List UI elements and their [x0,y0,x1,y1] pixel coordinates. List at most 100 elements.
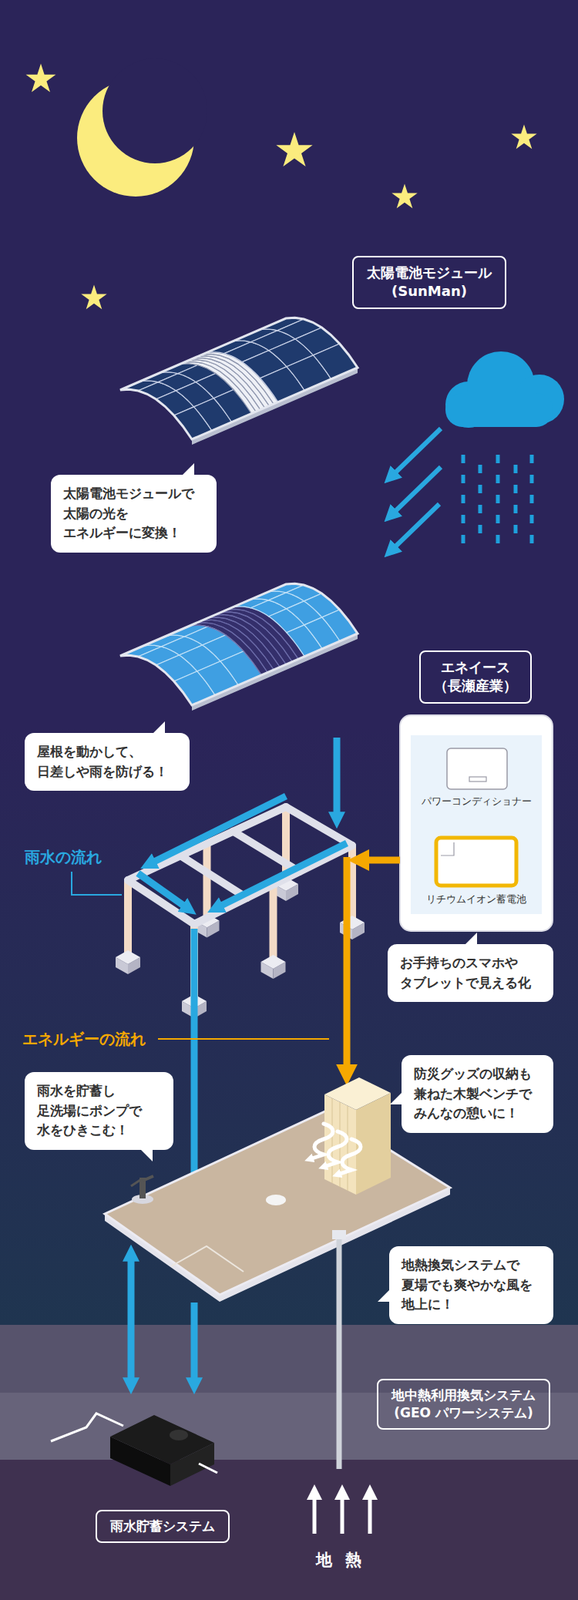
rain-tank [169,1429,189,1441]
rain-drop [478,524,483,534]
bubble-tail [389,1092,403,1105]
moon [77,58,208,197]
speech-bubble: 屋根を動かして、 日差しや雨を防げる！ [24,732,190,791]
bubble-text: 雨水を貯蓄し 足洗場にポンプで 水をひきこむ！ [36,1081,142,1141]
icon-slot [469,776,487,782]
text-line: みんなの憩いに！ [413,1103,532,1124]
post [269,884,278,962]
rain-drop [478,484,483,494]
rain-arrow [391,504,440,551]
bench [324,1094,357,1195]
energy-flow-arrow [343,856,351,1073]
speech-bubble: 防災グッズの収納も 兼ねた木製ベンチで みんなの憩いに！ [401,1055,554,1133]
speech-bubble: 太陽電池モジュールで 太陽の光を エネルギーに変換！ [50,474,217,553]
star [26,63,57,93]
rain-drop [461,454,466,464]
bubble-tail [464,932,478,945]
text-line: 雨水貯蓄システム [110,1517,216,1536]
text-line: 雨水を貯蓄し [36,1081,142,1102]
power-conditioner-icon [446,747,508,790]
text-line: 夏場でも爽やかな風を [401,1275,533,1296]
geothermal-arrow [312,1493,317,1534]
text-line: パワーコンディショナー [421,794,532,809]
bubble-tail [464,932,478,945]
solar-panel [312,343,358,380]
pergola [115,806,365,1019]
text-line: 太陽の光を [63,504,195,525]
rain-drop [530,494,535,504]
moon [102,58,208,164]
rain-drop [478,464,483,474]
box-label: エネイース （長瀬産業） [433,658,518,696]
rain-drop [530,454,535,464]
rain-cloud [445,393,554,427]
rain-flow-arrow [149,796,286,864]
text-line: 地上に！ [401,1294,533,1315]
rain-drop [530,474,535,484]
text-line: タブレットで見える化 [399,973,531,994]
speech-bubble: 地熱換気システムで 夏場でも爽やかな風を 地上に！ [389,1246,554,1325]
speech-bubble: 雨水を貯蓄し 足洗場にポンプで 水をひきこむ！ [24,1071,174,1150]
rain-drop [496,514,501,524]
rain-drop [496,534,501,544]
star [80,284,107,310]
rain-drop [461,514,466,524]
footing [115,950,141,965]
rain-drop [496,454,501,464]
icon-corner [440,842,454,856]
flow-label: エネルギーの流れ [22,1028,146,1050]
rain-drop [514,464,518,474]
bench [347,1105,349,1191]
bubble-tail [377,1289,390,1302]
wind-arrow [309,1123,361,1175]
rain-flow-arrow [191,928,199,1183]
rain-tank [110,1414,215,1465]
pump [131,1176,154,1204]
energy-flow-arrow [360,856,400,864]
bubble-text: 地熱換気システムで 夏場でも爽やかな風を 地上に！ [401,1255,533,1315]
text-line: (SunMan) [366,282,492,301]
rain-drop [514,524,518,534]
rain-drop [514,504,518,514]
pump [131,1179,141,1187]
footing [261,954,286,969]
text-line: 日差しや雨を防げる！ [36,762,169,783]
star [275,131,313,167]
bubble-tail [377,1289,390,1302]
rain-drop [461,534,466,544]
geo-pipe [332,1229,347,1240]
text-line: 兼ねた木製ベンチで [413,1084,532,1105]
roof-frame [120,583,358,706]
rain-drop [496,494,501,504]
geo-pipe [336,1234,343,1469]
box-label: 雨水貯蓄システム [110,1517,216,1536]
battery-icon [433,835,519,888]
flow-label: 雨水の流れ [24,846,102,868]
leader-line [157,1038,330,1040]
text-line: お手持ちのスマホや [399,953,531,974]
bubble-tail [140,1149,153,1162]
bench [324,1077,391,1195]
text-line: (GEO パワーシステム) [391,1404,536,1422]
beam [233,831,300,872]
solar-roof-closed [120,317,358,445]
leader-line [71,871,122,895]
box-label: 地中熱利用換気システム (GEO パワーシステム) [391,1386,536,1422]
flow-label: 地熱 [315,1549,375,1571]
text-line: エネイース [433,658,518,677]
rain-drop [461,494,466,504]
rain-drop [530,514,535,524]
geo-pipe [332,1229,347,1469]
speech-bubble: お手持ちのスマホや タブレットで見える化 [387,944,554,1002]
rain-drop [478,504,483,514]
title-box: 太陽電池モジュール (SunMan) [352,255,507,310]
beam [180,855,247,898]
rain-drop [461,454,535,544]
background [0,0,578,1325]
rain-flow-arrow [127,1254,135,1385]
text-line: 地熱換気システムで [401,1255,533,1276]
text-line: 地中熱利用換気システム [391,1386,536,1405]
rain-flow-arrow [216,843,347,908]
device-icon: パワーコンディショナー [421,747,532,809]
